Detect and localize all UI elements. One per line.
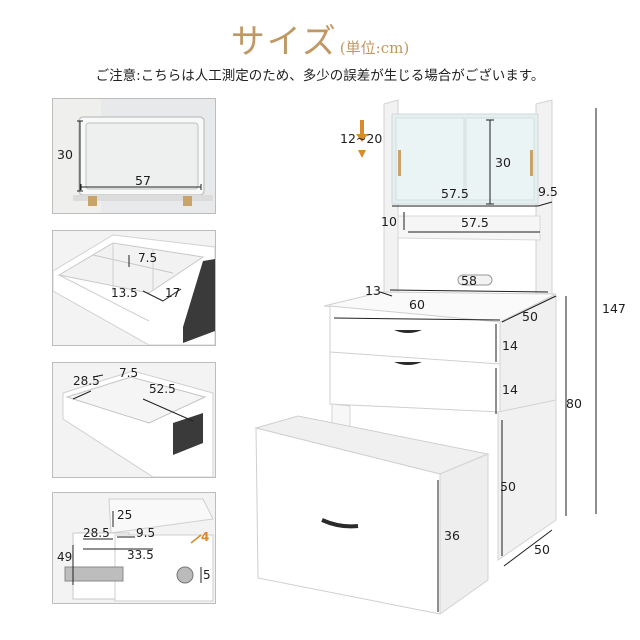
- drawer-illustration: [53, 363, 215, 477]
- desk-height-label: 80: [566, 396, 582, 411]
- shelf-height-label: 10: [381, 214, 397, 229]
- title-unit: (単位:cm): [339, 39, 410, 57]
- tabletop-width-label: 58: [461, 273, 477, 288]
- notice-text: ご注意:こちらは人工測定のため、多少の誤差が生じる場合がございます。: [95, 68, 545, 84]
- drawer1-height-label: 14: [502, 338, 518, 353]
- mirror-width-label: 57: [135, 173, 151, 188]
- mirror-illustration: [53, 99, 215, 213]
- total-height-label: 147: [602, 301, 626, 316]
- desk-depth-label: 50: [522, 309, 538, 324]
- drawer-height-label: 7.5: [119, 366, 139, 380]
- leg-height-label: 50: [500, 479, 516, 494]
- shelf-width-label: 57.5: [461, 215, 489, 230]
- stool-height-main-label: 36: [444, 528, 460, 543]
- mirror-detail-panel: 30 57: [52, 98, 216, 214]
- stool-width-label: 33.5: [127, 548, 154, 562]
- drawer-depth-label: 28.5: [73, 374, 100, 388]
- mirror-height-label: 30: [57, 147, 73, 162]
- base-depth-label: 50: [534, 542, 550, 557]
- cabinet-width-label: 57.5: [441, 186, 469, 201]
- tray-illustration: [53, 231, 215, 345]
- title-main: サイズ: [230, 22, 338, 62]
- tray-width2-label: 17: [165, 286, 181, 300]
- stool-d1-label: 25: [117, 508, 133, 522]
- tray-detail-panel: 7.5 13.5 17: [52, 230, 216, 346]
- title: サイズ(単位:cm): [0, 14, 640, 63]
- drawer-detail-panel: 28.5 7.5 52.5: [52, 362, 216, 478]
- drawer2-height-label: 14: [502, 382, 518, 397]
- side-shelf-label: 9.5: [538, 184, 558, 199]
- caster-height-label: 5: [203, 568, 211, 582]
- stool-illustration: [53, 493, 215, 603]
- stool-d3-label: 9.5: [136, 526, 156, 540]
- adjust-range-label: 12~20: [340, 131, 383, 146]
- cabinet-height-label: 30: [495, 155, 511, 170]
- tray-depth-label: 7.5: [138, 251, 158, 265]
- caster-width-label: 4: [201, 530, 210, 544]
- desk-width-label: 60: [409, 297, 425, 312]
- tray-width1-label: 13.5: [111, 286, 138, 300]
- stool-d2-label: 28.5: [83, 526, 110, 540]
- desk-depth-small-label: 13: [365, 283, 381, 298]
- stool-height-label: 49: [57, 550, 73, 564]
- stool-detail-panel: 25 28.5 9.5 49 33.5 5 4: [52, 492, 216, 604]
- drawer-width-label: 52.5: [149, 382, 176, 396]
